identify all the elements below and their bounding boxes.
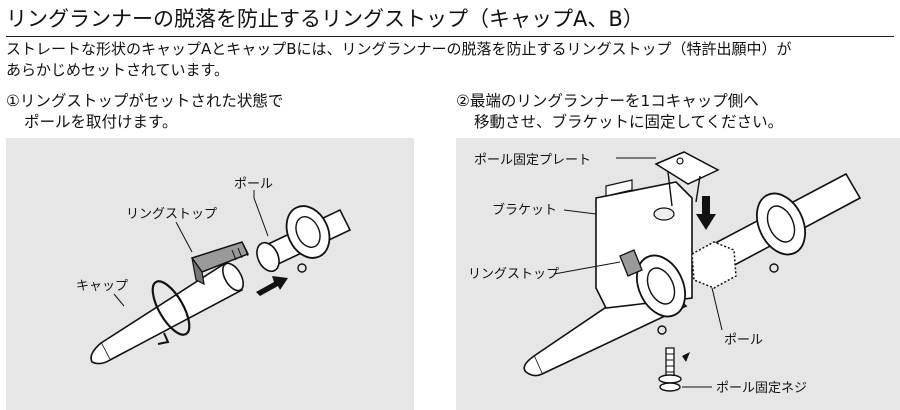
label-pole-fixing-plate: ポール固定プレート bbox=[474, 153, 591, 168]
step-2-line-2: 移動させ、ブラケットに固定してください。 bbox=[474, 113, 784, 131]
label-bracket: ブラケット bbox=[492, 202, 557, 218]
step-2-instruction: ②最端のリングランナーを1コキャップ側へ 移動させ、ブラケットに固定してください… bbox=[456, 91, 783, 133]
figure-1-illustration: ポール リングストップ キャップ bbox=[76, 177, 352, 365]
step-1-instruction: ①リングストップがセットされた状態で ポールを取付けます。 bbox=[6, 91, 283, 133]
figure-2-illustration: ポール固定プレート ブラケット リングストップ ポール ポール固定ネジ bbox=[468, 151, 862, 396]
step-1-line-1: ①リングストップがセットされた状態で bbox=[6, 92, 284, 110]
label-ring-stop: リングストップ bbox=[126, 207, 217, 222]
description-line-1: ストレートな形状のキャップAとキャップBには、リングランナーの脱落を防止するリン… bbox=[6, 40, 792, 58]
ring-runner-illustration bbox=[285, 205, 331, 273]
pole-fixing-screw-illustration bbox=[658, 347, 690, 392]
figure-2-panel: ポール固定プレート ブラケット リングストップ ポール ポール固定ネジ bbox=[456, 138, 900, 410]
step-1-line-2: ポールを取付けます。 bbox=[24, 113, 178, 131]
down-arrow bbox=[696, 196, 716, 230]
push-arrow bbox=[256, 276, 288, 296]
description-line-2: あらかじめセットされています。 bbox=[6, 61, 230, 79]
label-pole: ポール bbox=[724, 333, 763, 348]
label-cap: キャップ bbox=[76, 279, 128, 294]
label-pole-fixing-screw: ポール固定ネジ bbox=[716, 381, 807, 396]
ring-runner-illustration-left bbox=[636, 254, 686, 335]
description: ストレートな形状のキャップAとキャップBには、リングランナーの脱落を防止するリン… bbox=[6, 39, 898, 81]
label-ring-stop: リングストップ bbox=[468, 267, 559, 282]
ring-runner-illustration-right bbox=[756, 192, 806, 273]
ring-stop-illustration bbox=[619, 249, 643, 277]
step-2-line-1: ②最端のリングランナーを1コキャップ側へ bbox=[456, 92, 759, 110]
figure-1-panel: ポール リングストップ キャップ bbox=[6, 138, 414, 410]
hex-nut-illustration bbox=[691, 241, 737, 289]
label-pole: ポール bbox=[234, 177, 273, 192]
page-title: リングランナーの脱落を防止するリングストップ（キャップA、B） bbox=[6, 4, 894, 37]
ring-stop-illustration bbox=[190, 241, 250, 286]
cap-illustration bbox=[90, 262, 245, 365]
rotation-arrow bbox=[151, 280, 191, 345]
pole-fixing-plate-illustration bbox=[654, 151, 720, 207]
